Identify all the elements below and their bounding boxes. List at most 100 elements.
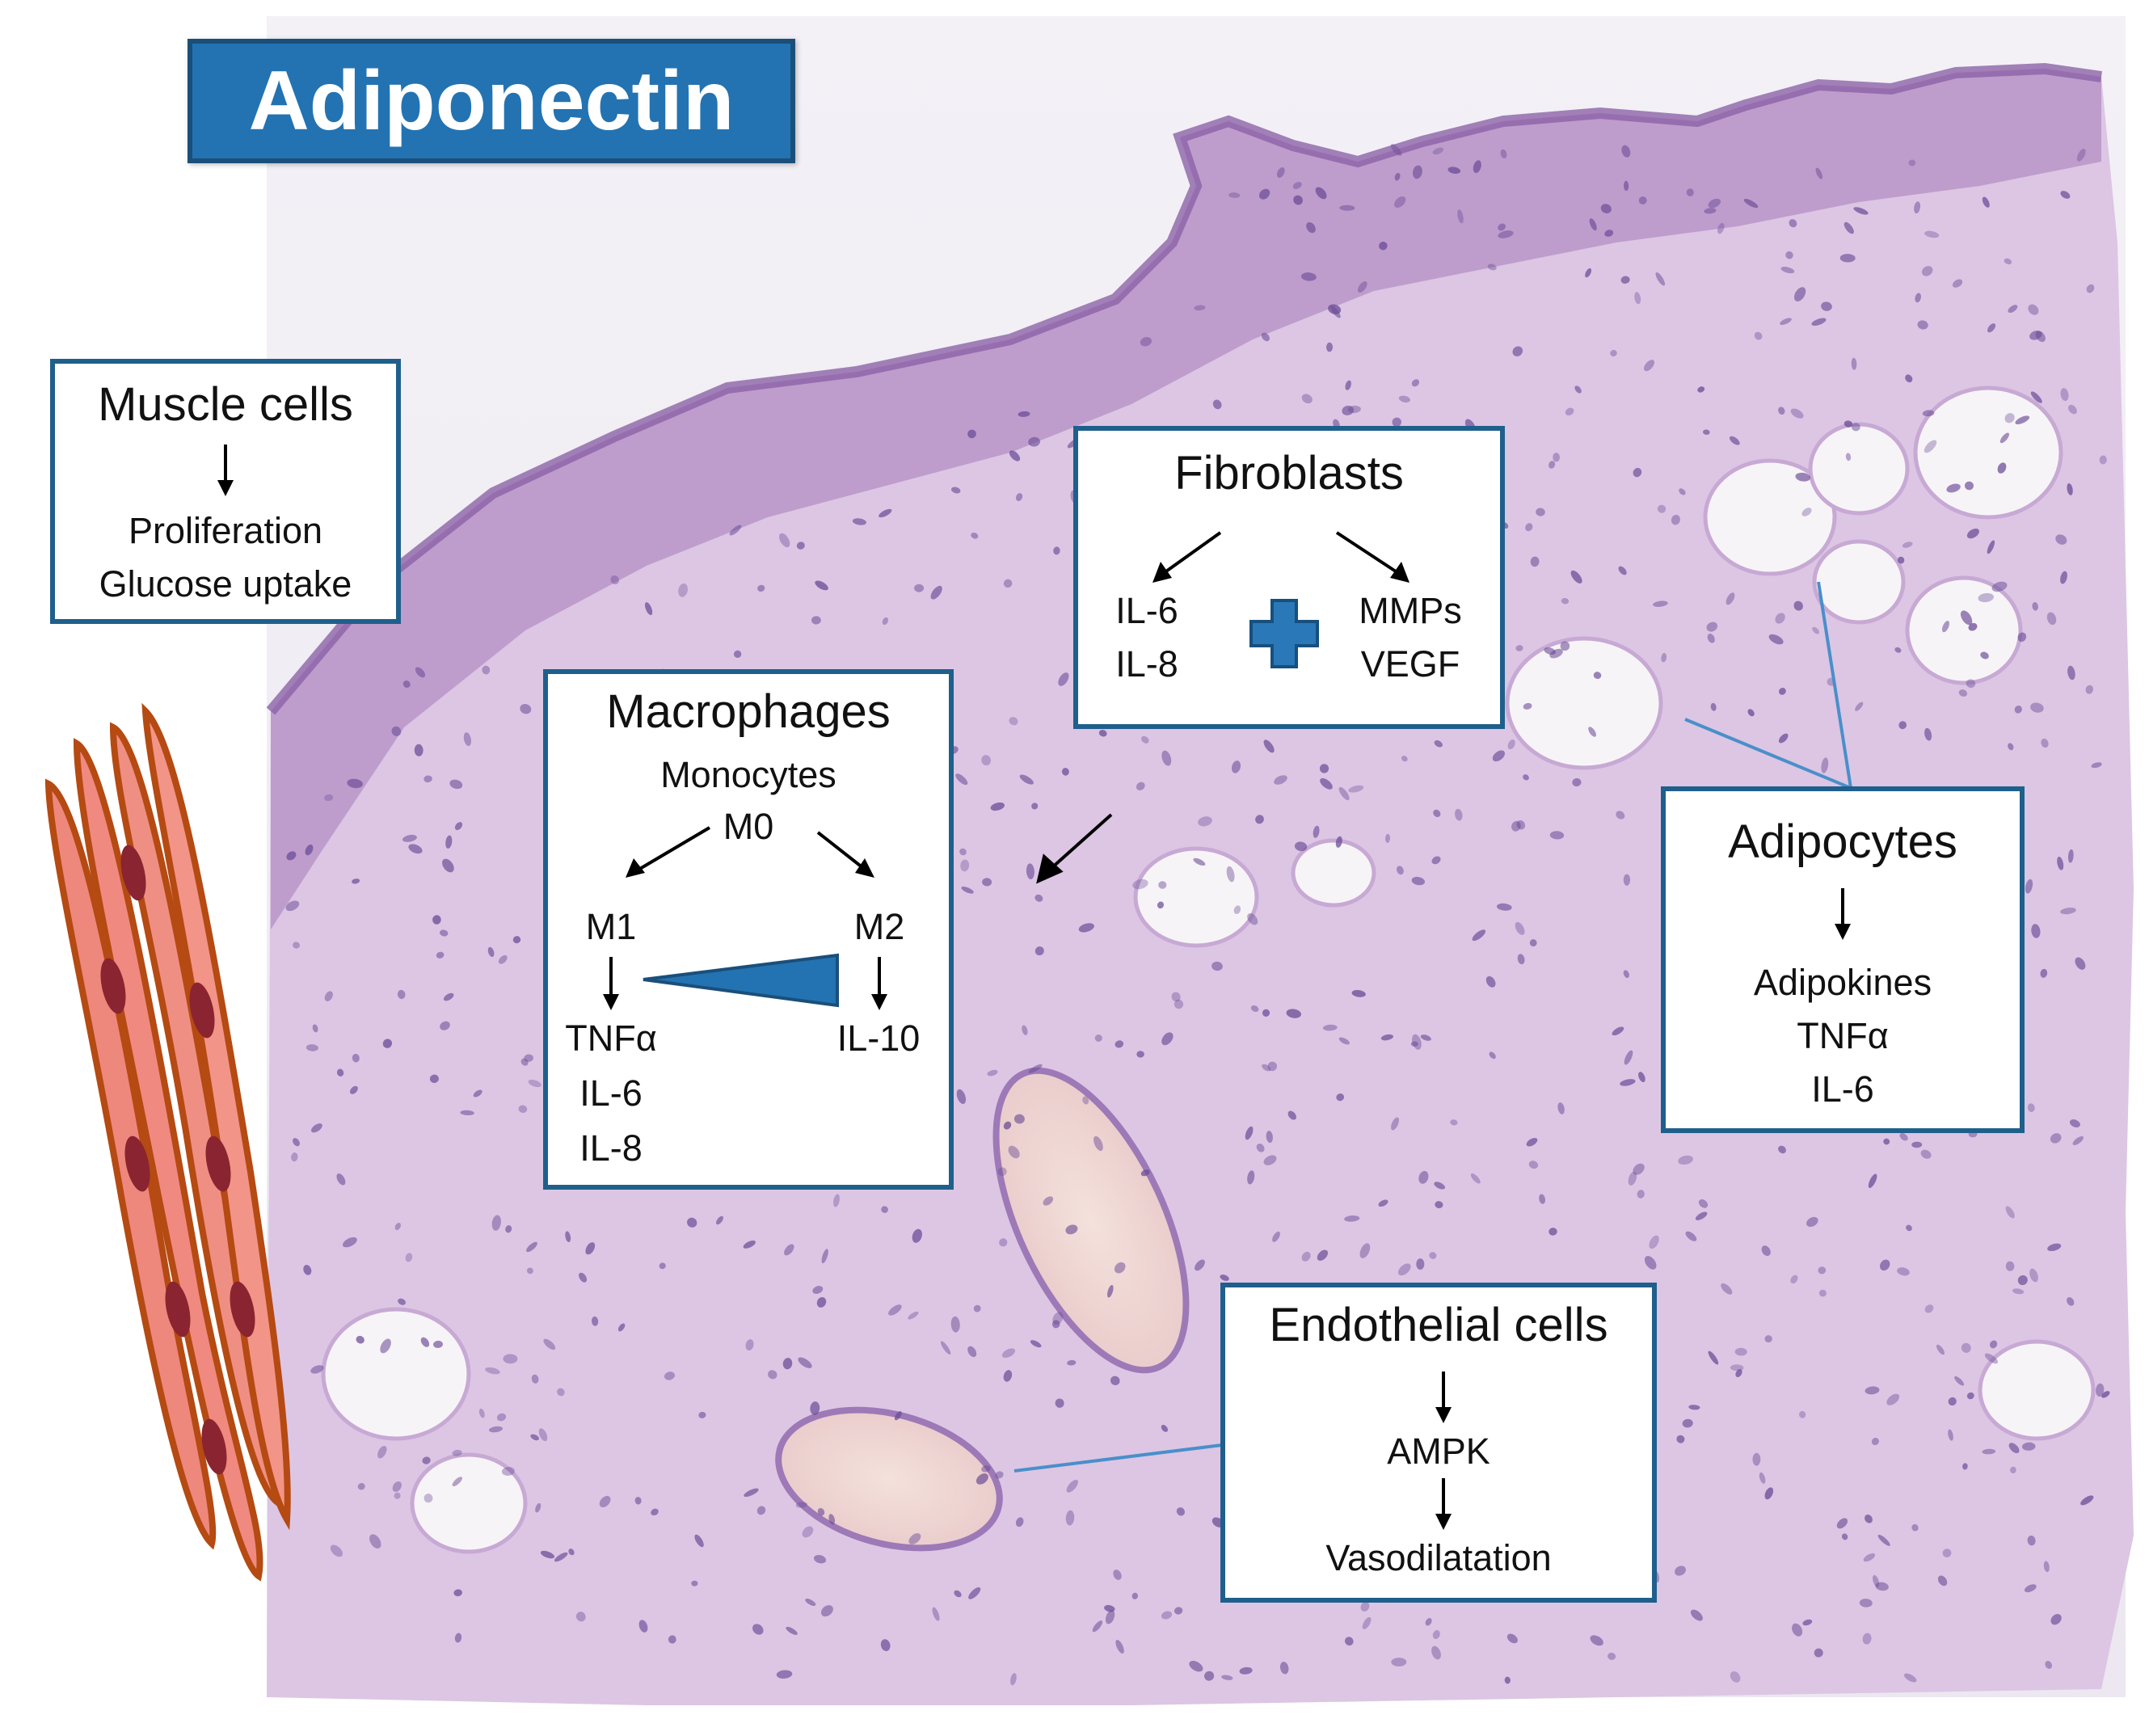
nucleus-dot [1523, 774, 1529, 781]
nucleus-dot [356, 1335, 364, 1344]
nucleus-dot [1412, 165, 1422, 179]
nucleus-dot [408, 844, 423, 854]
nucleus-dot [805, 1598, 816, 1607]
nucleus-dot [1052, 1312, 1064, 1325]
arrow-to-mmps [1335, 531, 1400, 575]
monocytes-label: Monocytes [660, 754, 836, 795]
nucleus-dot [1593, 672, 1602, 680]
nucleus-dot [956, 1089, 967, 1105]
nucleus-dot [1313, 825, 1320, 838]
nucleus-dot [960, 859, 970, 872]
nucleus-dot [2004, 413, 2015, 423]
nucleus-dot [1726, 592, 1735, 605]
nucleus-dot [1001, 1348, 1016, 1359]
nucleus-dot [440, 1021, 450, 1030]
nucleus-dot [950, 487, 961, 494]
nucleus-dot [402, 680, 411, 688]
nucleus-dot [1263, 739, 1275, 753]
nucleus-dot [310, 1123, 322, 1133]
endothelial-step-2: Vasodilatation [1325, 1537, 1552, 1578]
muscle-fibers [44, 702, 291, 1582]
nucleus-dot [2047, 1243, 2062, 1252]
nucleus-dot [1470, 1173, 1481, 1184]
nucleus-dot [2045, 1661, 2053, 1669]
nucleus-dot [1999, 432, 2010, 444]
nucleus-dot [1317, 1249, 1329, 1261]
nucleus-dot [2069, 1119, 2080, 1127]
m1-output-3: IL-8 [579, 1127, 643, 1169]
nucleus-dot [1019, 774, 1034, 785]
nucleus-dot [2012, 1288, 2025, 1295]
nucleus-dot [1489, 1051, 1496, 1060]
nucleus-dot [796, 541, 805, 550]
nucleus-dot [530, 1434, 540, 1441]
nucleus-dot [1707, 634, 1715, 643]
nucleus-dot [1899, 1133, 1908, 1141]
nucleus-dot [1396, 866, 1404, 875]
nucleus-dot [1612, 1026, 1624, 1036]
nucleus-dot [1657, 504, 1667, 513]
nucleus-dot [449, 779, 463, 790]
nucleus-dot [1247, 1170, 1255, 1185]
m1-m2-gradient-wedge [643, 953, 839, 1008]
nucleus-dot [1338, 1037, 1350, 1045]
nucleus-dot [1432, 1630, 1440, 1639]
endothelial-heading: Endothelial cells [1269, 1299, 1608, 1351]
nucleus-dot [1110, 1376, 1120, 1386]
nucleus-dot [1924, 440, 1937, 453]
nucleus-dot [940, 1341, 951, 1355]
nucleus-dot [1115, 1640, 1124, 1654]
nucleus-dot [454, 1633, 462, 1643]
nucleus-dot [1855, 702, 1864, 711]
nucleus-dot [293, 1138, 300, 1147]
nucleus-dot [554, 1552, 568, 1562]
nucleus-dot [2085, 685, 2094, 694]
nucleus-dot [2096, 1383, 2105, 1397]
nucleus-dot [2021, 1442, 2036, 1451]
nucleus-dot [291, 1152, 298, 1162]
nucleus-dot [2067, 404, 2077, 415]
nucleus-dot [1517, 954, 1525, 965]
adipocytes-heading: Adipocytes [1728, 815, 1957, 868]
nucleus-dot [659, 1262, 666, 1270]
nucleus-dot [1633, 467, 1642, 478]
nucleus-dot [380, 1338, 391, 1354]
nucleus-dot [930, 585, 942, 600]
nucleus-dot [1026, 863, 1034, 879]
nucleus-dot [1844, 420, 1853, 428]
nucleus-dot [668, 1635, 676, 1644]
nucleus-dot [1418, 1170, 1429, 1184]
nucleus-dot [1431, 1645, 1441, 1660]
nucleus-dot [1228, 192, 1241, 198]
nucleus-dot [520, 704, 532, 714]
nucleus-dot [1416, 1258, 1425, 1270]
nucleus-dot [1015, 493, 1023, 502]
nucleus-dot [812, 1286, 824, 1294]
nucleus-dot [1450, 1119, 1458, 1126]
nucleus-dot [828, 1514, 836, 1525]
nucleus-dot [565, 1231, 571, 1243]
nucleus-dot [1690, 1609, 1703, 1621]
nucleus-dot [2028, 304, 2039, 315]
nucleus-dot [1500, 149, 1507, 158]
nucleus-dot [2027, 1103, 2035, 1112]
nucleus-dot [744, 1488, 759, 1498]
fibroblasts-heading: Fibroblasts [1174, 447, 1404, 499]
nucleus-dot [1984, 1353, 1999, 1364]
nucleus-dot [1610, 349, 1617, 357]
nucleus-dot [950, 1316, 960, 1333]
nucleus-dot [1043, 1196, 1054, 1206]
nucleus-dot [1362, 1616, 1372, 1629]
nucleus-dot [512, 936, 521, 944]
nucleus-dot [1862, 1633, 1872, 1645]
nucleus-dot [1300, 272, 1317, 281]
nucleus-dot [1549, 648, 1563, 659]
nucleus-dot [2067, 849, 2074, 863]
nucleus-dot [1634, 292, 1641, 305]
nucleus-dot [813, 1554, 827, 1564]
nucleus-dot [1620, 1079, 1636, 1086]
nucleus-dot [1315, 187, 1327, 200]
nucleus-dot [2060, 191, 2071, 199]
nucleus-dot [1863, 1553, 1876, 1562]
nucleus-dot [1221, 1675, 1233, 1680]
